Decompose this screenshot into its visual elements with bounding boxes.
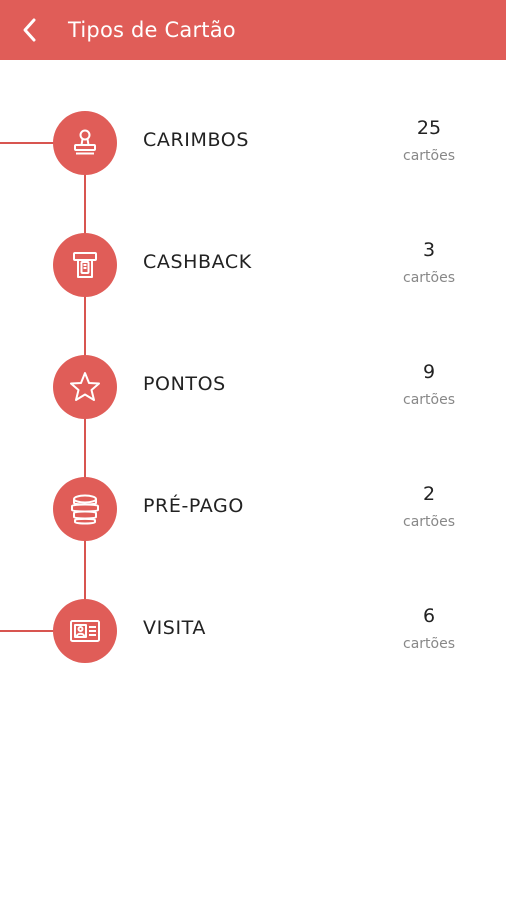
card-count-unit: cartões [403, 270, 455, 286]
chevron-left-icon [23, 18, 36, 42]
card-type-icon-badge [53, 111, 117, 175]
stamp-icon [74, 129, 96, 155]
back-button[interactable] [14, 14, 46, 46]
card-type-icon-badge [53, 477, 117, 541]
card-count-value: 25 [416, 117, 442, 139]
card-type-pre-pago[interactable]: PRÉ-PAGO 2 cartões [0, 477, 506, 557]
card-count-unit: cartões [403, 148, 455, 164]
card-type-icon-badge [53, 233, 117, 297]
card-count-unit: cartões [403, 514, 455, 530]
card-count-unit: cartões [403, 392, 455, 408]
card-type-pontos[interactable]: PONTOS 9 cartões [0, 355, 506, 435]
card-type-cashback[interactable]: CASHBACK 3 cartões [0, 233, 506, 313]
card-count: 25 cartões [388, 116, 470, 166]
card-type-label: PRÉ-PAGO [143, 495, 244, 517]
id-card-icon [70, 620, 100, 642]
card-type-icon-badge [53, 355, 117, 419]
card-count: 3 cartões [388, 238, 470, 288]
card-count: 2 cartões [388, 482, 470, 532]
card-type-label: CARIMBOS [143, 129, 249, 151]
card-count: 6 cartões [388, 604, 470, 654]
timeline-branch-bottom [0, 630, 56, 632]
star-icon [70, 372, 100, 401]
card-count: 9 cartões [388, 360, 470, 410]
card-count-unit: cartões [403, 636, 455, 652]
timeline-branch-top [0, 142, 56, 144]
card-type-carimbos[interactable]: CARIMBOS 25 cartões [0, 111, 506, 191]
card-count-value: 9 [422, 361, 436, 383]
card-count-value: 3 [422, 239, 436, 261]
app-bar: Tipos de Cartão [0, 0, 506, 60]
card-count-value: 2 [422, 483, 436, 505]
cash-icon [73, 252, 97, 278]
card-type-visita[interactable]: VISITA 6 cartões [0, 599, 506, 679]
card-type-label: PONTOS [143, 373, 226, 395]
coins-icon [71, 494, 99, 525]
card-type-label: VISITA [143, 617, 206, 639]
card-type-icon-badge [53, 599, 117, 663]
card-type-label: CASHBACK [143, 251, 252, 273]
page-title: Tipos de Cartão [68, 18, 236, 42]
card-count-value: 6 [422, 605, 436, 627]
